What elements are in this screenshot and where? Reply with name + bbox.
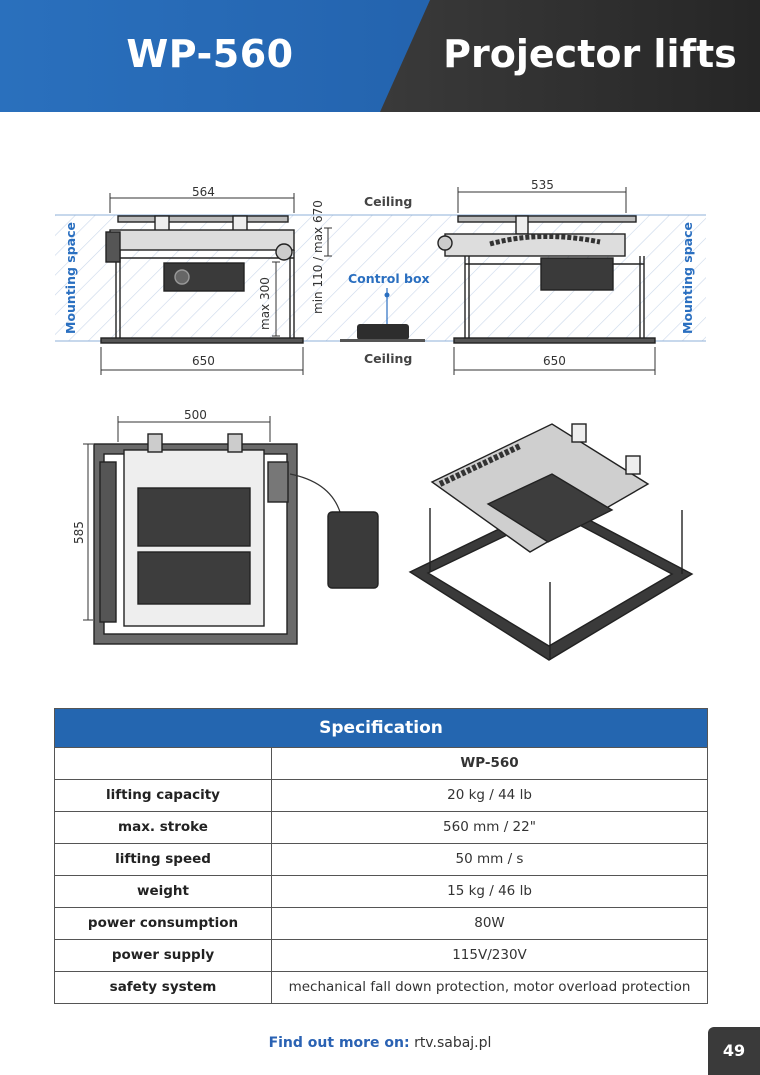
table-row: power supply 115V/230V bbox=[55, 939, 707, 971]
mounting-space-left-label: Mounting space bbox=[63, 222, 78, 334]
dim-564: 564 bbox=[192, 185, 215, 199]
right-lift-elevation bbox=[437, 215, 656, 344]
footer: Find out more on: rtv.sabaj.pl bbox=[0, 1035, 760, 1051]
footer-link[interactable]: rtv.sabaj.pl bbox=[414, 1035, 492, 1051]
spec-model-header: WP-560 bbox=[460, 755, 519, 771]
table-row: weight 15 kg / 46 lb bbox=[55, 875, 707, 907]
spec-title: Specification bbox=[55, 709, 707, 747]
spec-label-max-stroke: max. stroke bbox=[55, 812, 272, 843]
top-view-dimensions bbox=[83, 416, 271, 621]
spec-value-weight: 15 kg / 46 lb bbox=[447, 883, 532, 899]
spec-value-safety-system: mechanical fall down protection, motor o… bbox=[288, 979, 691, 995]
top-view-drawing bbox=[93, 433, 379, 645]
table-row: lifting capacity 20 kg / 44 lb bbox=[55, 779, 707, 811]
technical-drawings: Mounting space Mounting space bbox=[0, 112, 760, 702]
dim-min110-max670: min 110 / max 670 bbox=[311, 200, 325, 314]
dim-650-right: 650 bbox=[543, 354, 566, 368]
table-row: power consumption 80W bbox=[55, 907, 707, 939]
dim-650-left: 650 bbox=[192, 354, 215, 368]
control-box-icon bbox=[340, 324, 425, 342]
left-dimensions bbox=[100, 193, 332, 375]
spec-label-power-supply: power supply bbox=[55, 940, 272, 971]
mounting-space-right-label: Mounting space bbox=[680, 222, 695, 334]
spec-label-power-consumption: power consumption bbox=[55, 908, 272, 939]
table-row: lifting speed 50 mm / s bbox=[55, 843, 707, 875]
spec-value-lifting-capacity: 20 kg / 44 lb bbox=[447, 787, 532, 803]
spec-label-lifting-capacity: lifting capacity bbox=[55, 780, 272, 811]
header-background bbox=[0, 0, 760, 112]
spec-label-lifting-speed: lifting speed bbox=[55, 844, 272, 875]
page-header: WP-560 Projector lifts bbox=[0, 0, 760, 112]
table-row: safety system mechanical fall down prote… bbox=[55, 971, 707, 1003]
left-lift-elevation bbox=[100, 215, 304, 344]
spec-model-empty-cell bbox=[55, 748, 272, 779]
page-number: 49 bbox=[708, 1027, 760, 1075]
dim-500: 500 bbox=[184, 408, 207, 422]
spec-value-lifting-speed: 50 mm / s bbox=[455, 851, 524, 867]
footer-lead: Find out more on: bbox=[268, 1035, 410, 1051]
specification-table: Specification WP-560 lifting capacity 20… bbox=[54, 708, 708, 1004]
spec-label-safety-system: safety system bbox=[55, 972, 272, 1003]
table-row: max. stroke 560 mm / 22" bbox=[55, 811, 707, 843]
spec-model-row: WP-560 bbox=[55, 747, 707, 779]
control-box-pointer bbox=[384, 288, 390, 324]
dim-max-300: max 300 bbox=[258, 277, 272, 330]
control-box-label: Control box bbox=[348, 271, 430, 286]
ceiling-bottom-label: Ceiling bbox=[364, 351, 412, 366]
ceiling-top-label: Ceiling bbox=[364, 194, 412, 209]
drawings-canvas: Mounting space Mounting space bbox=[55, 178, 706, 661]
spec-value-max-stroke: 560 mm / 22" bbox=[443, 819, 536, 835]
spec-value-power-supply: 115V/230V bbox=[452, 947, 527, 963]
isometric-view-drawing bbox=[408, 423, 694, 661]
dim-585: 585 bbox=[72, 521, 86, 544]
model-title: WP-560 bbox=[126, 32, 294, 76]
spec-value-power-consumption: 80W bbox=[474, 915, 505, 931]
right-dimensions bbox=[453, 187, 656, 375]
spec-label-weight: weight bbox=[55, 876, 272, 907]
category-title: Projector lifts bbox=[443, 32, 737, 76]
dim-535: 535 bbox=[531, 178, 554, 192]
